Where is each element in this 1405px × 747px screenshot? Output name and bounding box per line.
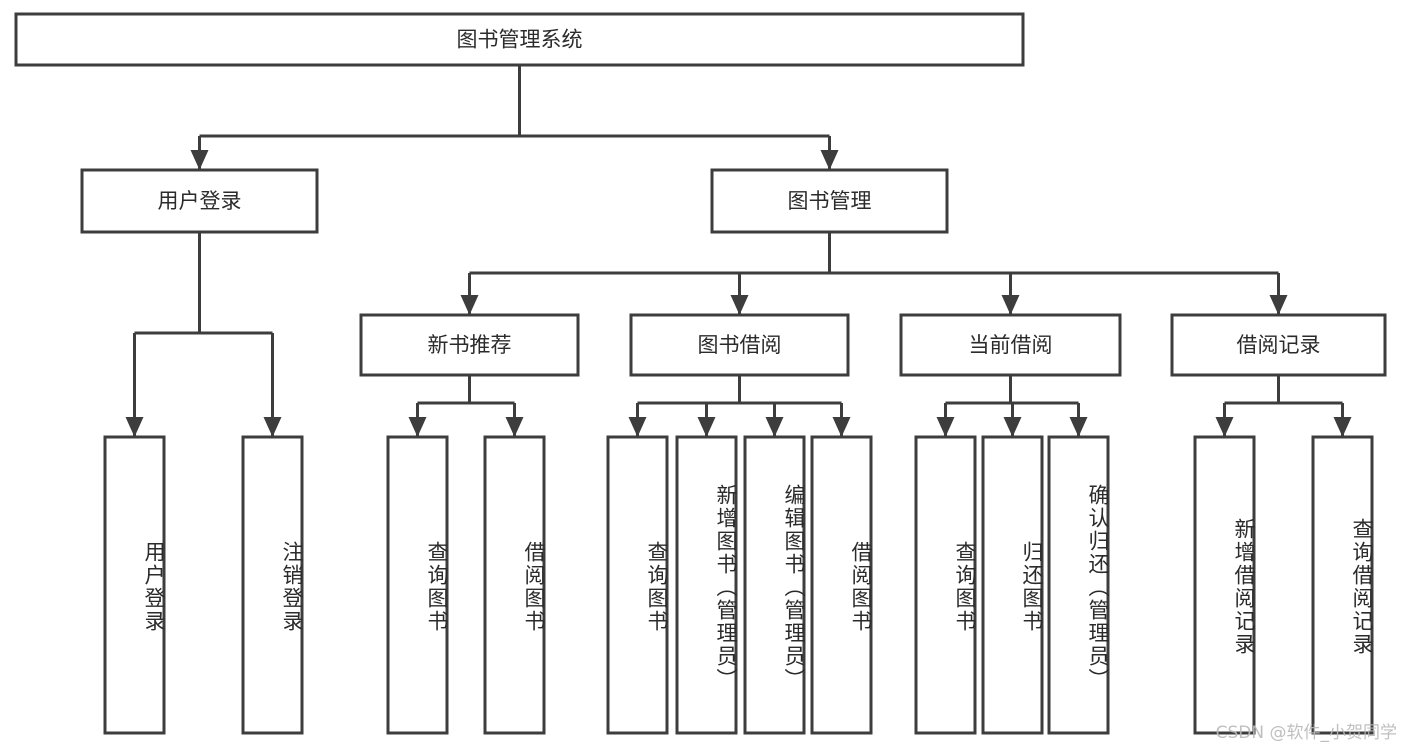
arrow-head-newbooks-0 — [408, 417, 427, 437]
level2-box-1[interactable] — [710, 168, 949, 234]
arrow-head-books-1 — [730, 295, 749, 315]
root-label-0: 图书管理系统 — [457, 28, 583, 52]
arrow-head-records-0 — [1215, 417, 1234, 437]
arrow-head-borrow-3 — [832, 417, 851, 437]
arrow-head-books-3 — [1269, 295, 1288, 315]
root-box-0[interactable] — [14, 12, 1025, 67]
level2-label-1: 图书管理 — [788, 189, 872, 213]
leaf-box-1[interactable] — [241, 435, 304, 735]
level3-label-2: 当前借阅 — [969, 333, 1053, 357]
box-layer — [14, 12, 1387, 735]
level2-label-0: 用户登录 — [158, 189, 242, 213]
arrow-head-borrow-0 — [628, 417, 647, 437]
level3-label-3: 借阅记录 — [1237, 333, 1321, 357]
leaf-box-3[interactable] — [483, 435, 546, 735]
leaf-box-0[interactable] — [103, 435, 166, 735]
arrow-head-root-0 — [190, 150, 209, 170]
arrow-head-books-0 — [460, 295, 479, 315]
arrow-head-login-0 — [125, 417, 144, 437]
leaf-box-6[interactable] — [743, 435, 806, 735]
arrow-head-newbooks-1 — [505, 417, 524, 437]
arrow-head-current-0 — [936, 417, 955, 437]
level3-box-3[interactable] — [1170, 313, 1387, 377]
arrow-head-root-1 — [820, 150, 839, 170]
watermark-text: CSDN @软件_小贺同学 — [1215, 723, 1397, 743]
level2-box-0[interactable] — [80, 168, 319, 234]
level3-box-0[interactable] — [359, 313, 580, 377]
leaf-box-12[interactable] — [1311, 435, 1374, 735]
leaf-box-8[interactable] — [914, 435, 977, 735]
leaf-box-7[interactable] — [810, 435, 873, 735]
connector-layer — [125, 65, 1352, 437]
level3-box-2[interactable] — [899, 313, 1122, 377]
arrow-head-borrow-2 — [765, 417, 784, 437]
level3-label-0: 新书推荐 — [428, 333, 512, 357]
leaf-box-9[interactable] — [981, 435, 1044, 735]
leaf-box-4[interactable] — [606, 435, 669, 735]
arrow-head-borrow-1 — [697, 417, 716, 437]
arrow-head-books-2 — [1001, 295, 1020, 315]
arrow-head-login-1 — [263, 417, 282, 437]
level3-label-1: 图书借阅 — [698, 333, 782, 357]
leaf-box-5[interactable] — [675, 435, 738, 735]
leaf-box-11[interactable] — [1193, 435, 1256, 735]
level3-box-1[interactable] — [629, 313, 850, 377]
arrow-head-records-1 — [1333, 417, 1352, 437]
leaf-box-2[interactable] — [386, 435, 449, 735]
leaf-box-10[interactable] — [1047, 435, 1110, 735]
arrow-head-current-2 — [1069, 417, 1088, 437]
arrow-head-current-1 — [1003, 417, 1022, 437]
